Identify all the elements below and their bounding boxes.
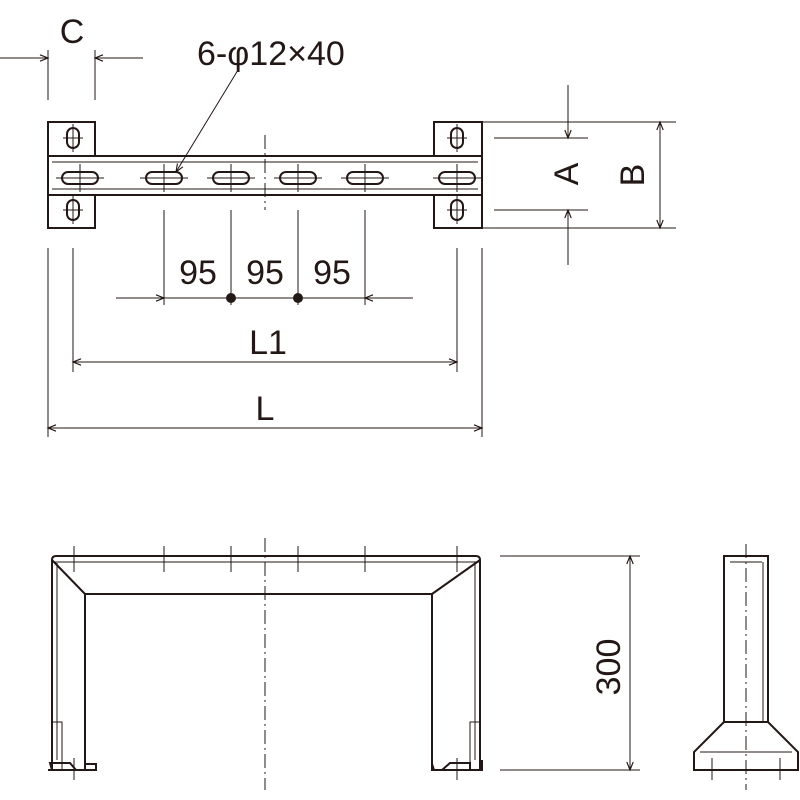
dimension-dot (293, 293, 303, 303)
frame-outer (48, 555, 481, 771)
dimension-dot (226, 293, 236, 303)
l-label: L (256, 390, 275, 428)
b-label: B (614, 164, 652, 187)
plate-holes (63, 124, 467, 224)
plate-hole (447, 196, 467, 224)
dimension-b: B (482, 120, 676, 230)
slot-holes (56, 164, 481, 192)
pitch-label-2: 95 (246, 254, 284, 292)
a-label: A (548, 162, 586, 185)
slot-hole (433, 164, 481, 192)
slot-hole (341, 164, 389, 192)
plate-hole (447, 124, 467, 152)
pitch-label-3: 95 (313, 254, 351, 292)
dimension-300: 300 (500, 554, 640, 772)
plan-view (47, 121, 483, 229)
c-label: C (60, 13, 85, 51)
pitch-label-1: 95 (179, 254, 217, 292)
dimension-c: C (0, 13, 143, 100)
plate-hole (63, 124, 83, 152)
l1-label: L1 (249, 324, 287, 362)
dimension-l: L (46, 248, 484, 437)
dimension-a: A (494, 85, 588, 265)
height-label: 300 (590, 639, 628, 696)
side-base (693, 721, 799, 771)
plate-hole (63, 196, 83, 224)
leader-line (175, 69, 239, 174)
slot-hole (207, 164, 255, 192)
pitch-dimensions: 95 95 95 (116, 210, 413, 305)
mitre-left (51, 559, 86, 595)
hole-spec-callout: 6-φ12×40 (175, 35, 345, 174)
mitre-right (431, 559, 481, 595)
hole-spec-label: 6-φ12×40 (197, 35, 345, 73)
hole-marks (73, 546, 458, 780)
side-elevation (693, 544, 799, 790)
dimension-l1: L1 (71, 248, 459, 372)
front-elevation (48, 538, 483, 790)
slot-hole (56, 164, 104, 192)
slot-hole (140, 164, 188, 192)
slot-hole (274, 164, 322, 192)
